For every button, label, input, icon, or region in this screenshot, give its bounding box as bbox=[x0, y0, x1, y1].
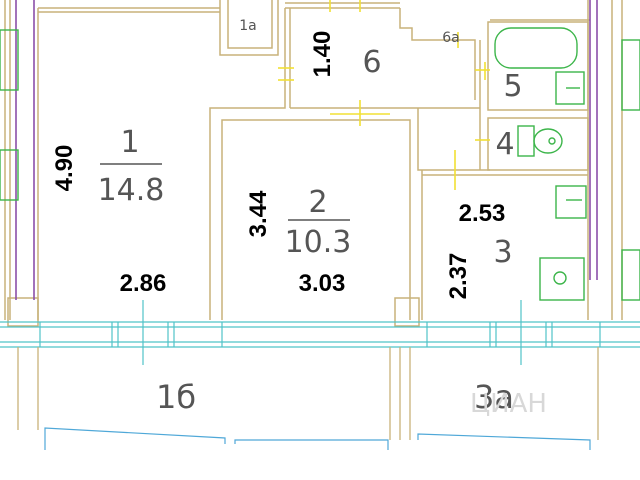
bathtub bbox=[494, 27, 578, 69]
dim-room-1-height: 4.90 bbox=[51, 145, 78, 192]
washbasin bbox=[555, 71, 585, 105]
room-2-number: 2 bbox=[308, 185, 327, 220]
dim-room-2-width: 3.03 bbox=[299, 270, 346, 297]
room-4-number: 4 bbox=[495, 127, 514, 162]
dim-room-3-height: 2.37 bbox=[445, 253, 472, 300]
risers bbox=[15, 0, 598, 300]
fixtures bbox=[0, 27, 640, 301]
walls bbox=[4, 0, 623, 327]
room-1a-number: 1а bbox=[239, 18, 257, 34]
window-band bbox=[0, 300, 640, 365]
room-6-number: 6 bbox=[362, 45, 381, 80]
toilet-icon bbox=[517, 125, 563, 157]
balcony bbox=[17, 347, 599, 450]
room-6a-number: 6а bbox=[442, 30, 460, 46]
kitchen-sink bbox=[539, 257, 585, 301]
room-3a-number: 3а bbox=[474, 378, 514, 416]
room-1-number: 1 bbox=[120, 125, 139, 160]
room-3-number: 3 bbox=[493, 235, 512, 270]
dim-room-3-width: 2.53 bbox=[459, 200, 506, 227]
cian-watermark: ЦИАН bbox=[470, 389, 547, 419]
door-markers bbox=[278, 0, 490, 190]
watermark-text: ЦИАН bbox=[470, 389, 547, 419]
room-1b-number: 1б bbox=[156, 378, 196, 416]
dim-room-2-height: 3.44 bbox=[245, 190, 272, 237]
room-5-number: 5 bbox=[503, 69, 522, 104]
dim-room-1-width: 2.86 bbox=[120, 270, 167, 297]
dim-room-6-height: 1.40 bbox=[309, 31, 336, 78]
room-2-area: 10.3 bbox=[285, 225, 352, 260]
washbasin bbox=[555, 185, 587, 219]
room-1-area: 14.8 bbox=[98, 173, 165, 208]
